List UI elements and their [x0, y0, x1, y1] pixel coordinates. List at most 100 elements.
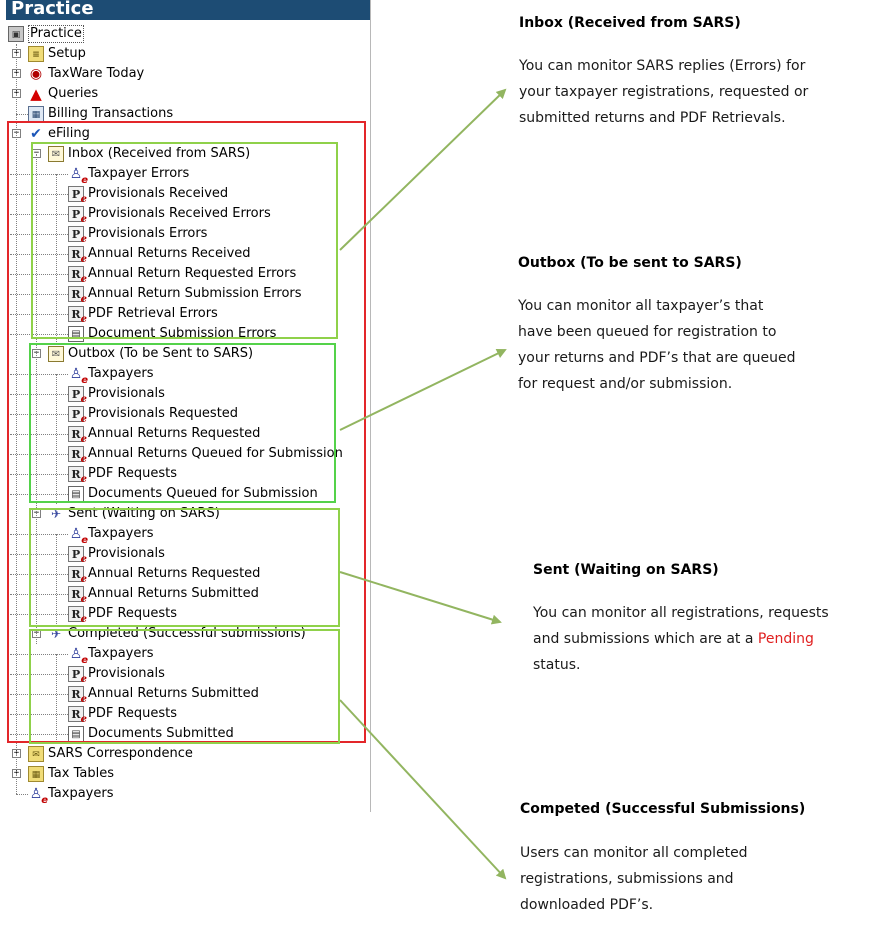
return-icon: R	[68, 286, 87, 305]
return-icon: R	[68, 686, 87, 705]
provisional-icon: P	[68, 186, 87, 205]
tree-item-inbox-provisionals-received[interactable]: PProvisionals Received	[6, 184, 370, 205]
tree-item-label: Annual Returns Received	[88, 246, 251, 261]
tree-item-sent-annual-returns-requested[interactable]: RAnnual Returns Requested	[6, 564, 370, 585]
tree-item-label: Annual Returns Submitted	[88, 686, 259, 701]
tree-item-label: SARS Correspondence	[48, 746, 193, 761]
tree-item-outbox-taxpayers[interactable]: ♙Taxpayers	[6, 364, 370, 386]
return-icon: R	[68, 566, 87, 585]
return-icon: R	[68, 426, 87, 445]
return-icon: R	[68, 266, 87, 285]
tree-item-label: Annual Returns Requested	[88, 426, 261, 441]
outbox-annotation-title: Outbox (To be sent to SARS)	[518, 255, 742, 271]
tree-item-label: PDF Retrieval Errors	[88, 306, 218, 321]
efiling-icon: ✔	[30, 126, 42, 142]
tree-item-inbox[interactable]: −✉Inbox (Received from SARS)	[6, 144, 370, 164]
outbox-highlight-box	[29, 343, 336, 503]
tree-item-inbox-annual-returns-received[interactable]: RAnnual Returns Received	[6, 244, 370, 265]
tree-item-label: Annual Return Requested Errors	[88, 266, 297, 281]
taxpayer-icon: ♙	[68, 366, 88, 386]
provisional-icon: P	[68, 546, 87, 565]
tree-item-label: Provisionals Requested	[88, 406, 239, 421]
return-icon: R	[68, 466, 87, 485]
taxpayers-group-icon: ♙	[28, 786, 48, 806]
tree-item-inbox-annual-return-requested-errors[interactable]: RAnnual Return Requested Errors	[6, 264, 370, 285]
provisional-icon: P	[68, 206, 87, 225]
return-icon: R	[68, 306, 87, 325]
taxpayer-icon: ♙	[68, 646, 88, 666]
tree-item-practice[interactable]: ▣Practice	[6, 24, 370, 44]
tree-item-completed-taxpayers[interactable]: ♙Taxpayers	[6, 644, 370, 666]
provisional-icon: P	[68, 666, 87, 685]
sent-icon: ✈	[50, 507, 62, 521]
inbox-highlight-box	[31, 142, 338, 339]
tree-item-label: Practice	[28, 25, 84, 43]
tree-item-inbox-provisionals-errors[interactable]: PProvisionals Errors	[6, 224, 370, 245]
tree-item-completed-provisionals[interactable]: PProvisionals	[6, 664, 370, 685]
inbox-arrow	[339, 88, 507, 251]
tree-item-label: Outbox (To be Sent to SARS)	[68, 346, 254, 361]
tree-item-label: PDF Requests	[88, 706, 178, 721]
tree-item-label: Provisionals Errors	[88, 226, 208, 241]
return-icon: R	[68, 586, 87, 605]
tree-item-outbox-annual-returns-queued[interactable]: RAnnual Returns Queued for Submission	[6, 444, 370, 465]
outbox-mail-icon: ✉	[48, 346, 64, 362]
taxpayer-icon: ♙	[68, 526, 88, 546]
tree-item-label: Inbox (Received from SARS)	[68, 146, 251, 161]
provisional-icon: P	[68, 226, 87, 245]
pending-status-text: Pending	[757, 631, 814, 647]
tree-item-label: Taxpayers	[88, 646, 154, 661]
tree-item-outbox-annual-returns-requested[interactable]: RAnnual Returns Requested	[6, 424, 370, 445]
practice-icon: ▣	[8, 26, 24, 42]
return-icon: R	[68, 446, 87, 465]
sent-icon: ✈	[50, 627, 62, 641]
sent-annotation-title: Sent (Waiting on SARS)	[533, 562, 719, 578]
return-icon: R	[68, 706, 87, 725]
tree-item-sent-provisionals[interactable]: PProvisionals	[6, 544, 370, 565]
outbox-annotation-body: You can monitor all taxpayer’s that have…	[518, 298, 796, 392]
sent-body-tail: status.	[533, 657, 581, 673]
provisional-icon: P	[68, 386, 87, 405]
tree-item-label: Taxpayer Errors	[88, 166, 190, 181]
tree-item-inbox-taxpayer-errors[interactable]: ♙Taxpayer Errors	[6, 164, 370, 186]
provisional-icon: P	[68, 406, 87, 425]
tree-item-label: Annual Return Submission Errors	[88, 286, 302, 301]
tree-item-sent-annual-returns-submitted[interactable]: RAnnual Returns Submitted	[6, 584, 370, 605]
tree-item-completed-pdf-requests[interactable]: RPDF Requests	[6, 704, 370, 725]
tree-item-label: Tax Tables	[48, 766, 114, 781]
tree-item-billing-transactions[interactable]: ▦Billing Transactions	[6, 104, 370, 124]
completed-annotation-title: Competed (Successful Submissions)	[520, 801, 806, 817]
taxpayer-icon: ♙	[68, 166, 88, 186]
completed-highlight-box	[29, 629, 340, 744]
tree-item-label: Annual Returns Requested	[88, 566, 261, 581]
tree-item-completed-documents-submitted[interactable]: ▤Documents Submitted	[6, 724, 370, 744]
tree-item-label: Provisionals	[88, 546, 165, 561]
tree-item-outbox-pdf-requests[interactable]: RPDF Requests	[6, 464, 370, 485]
outbox-arrow	[339, 348, 507, 431]
sent-annotation-body: You can monitor all registrations, reque…	[533, 600, 829, 678]
sent-arrow	[339, 571, 502, 625]
tree-item-outbox-provisionals-requested[interactable]: PProvisionals Requested	[6, 404, 370, 425]
tree-item-outbox-provisionals[interactable]: PProvisionals	[6, 384, 370, 405]
tree-item-inbox-pdf-retrieval-errors[interactable]: RPDF Retrieval Errors	[6, 304, 370, 325]
tree-item-label: TaxWare Today	[48, 66, 145, 81]
inbox-annotation-body: You can monitor SARS replies (Errors) fo…	[519, 58, 809, 126]
taxware-today-icon: ◉	[29, 66, 43, 82]
tree-item-label: Taxpayers	[88, 526, 154, 541]
tree-item-sars-correspondence[interactable]: +✉SARS Correspondence	[6, 744, 370, 764]
warning-icon: ▲	[30, 85, 42, 103]
tree-item-sent-taxpayers[interactable]: ♙Taxpayers	[6, 524, 370, 546]
tax-tables-folder-icon: ▦	[28, 766, 44, 782]
document-icon: ▤	[68, 726, 84, 742]
tree-item-sent-pdf-requests[interactable]: RPDF Requests	[6, 604, 370, 625]
return-icon: R	[68, 246, 87, 265]
inbox-annotation-title: Inbox (Received from SARS)	[519, 15, 741, 31]
tree-item-outbox-documents-queued[interactable]: ▤Documents Queued for Submission	[6, 484, 370, 504]
tree-item-taxpayers[interactable]: ♙Taxpayers	[6, 784, 370, 806]
tree-panel: Practice ▣Practice+≡Setup+◉TaxWare Today…	[6, 0, 371, 812]
tree-item-inbox-annual-return-submission-errors[interactable]: RAnnual Return Submission Errors	[6, 284, 370, 305]
tree-item-inbox-provisionals-received-errors[interactable]: PProvisionals Received Errors	[6, 204, 370, 225]
tree-item-completed-annual-returns-submitted[interactable]: RAnnual Returns Submitted	[6, 684, 370, 705]
tree-item-label: Taxpayers	[88, 366, 154, 381]
